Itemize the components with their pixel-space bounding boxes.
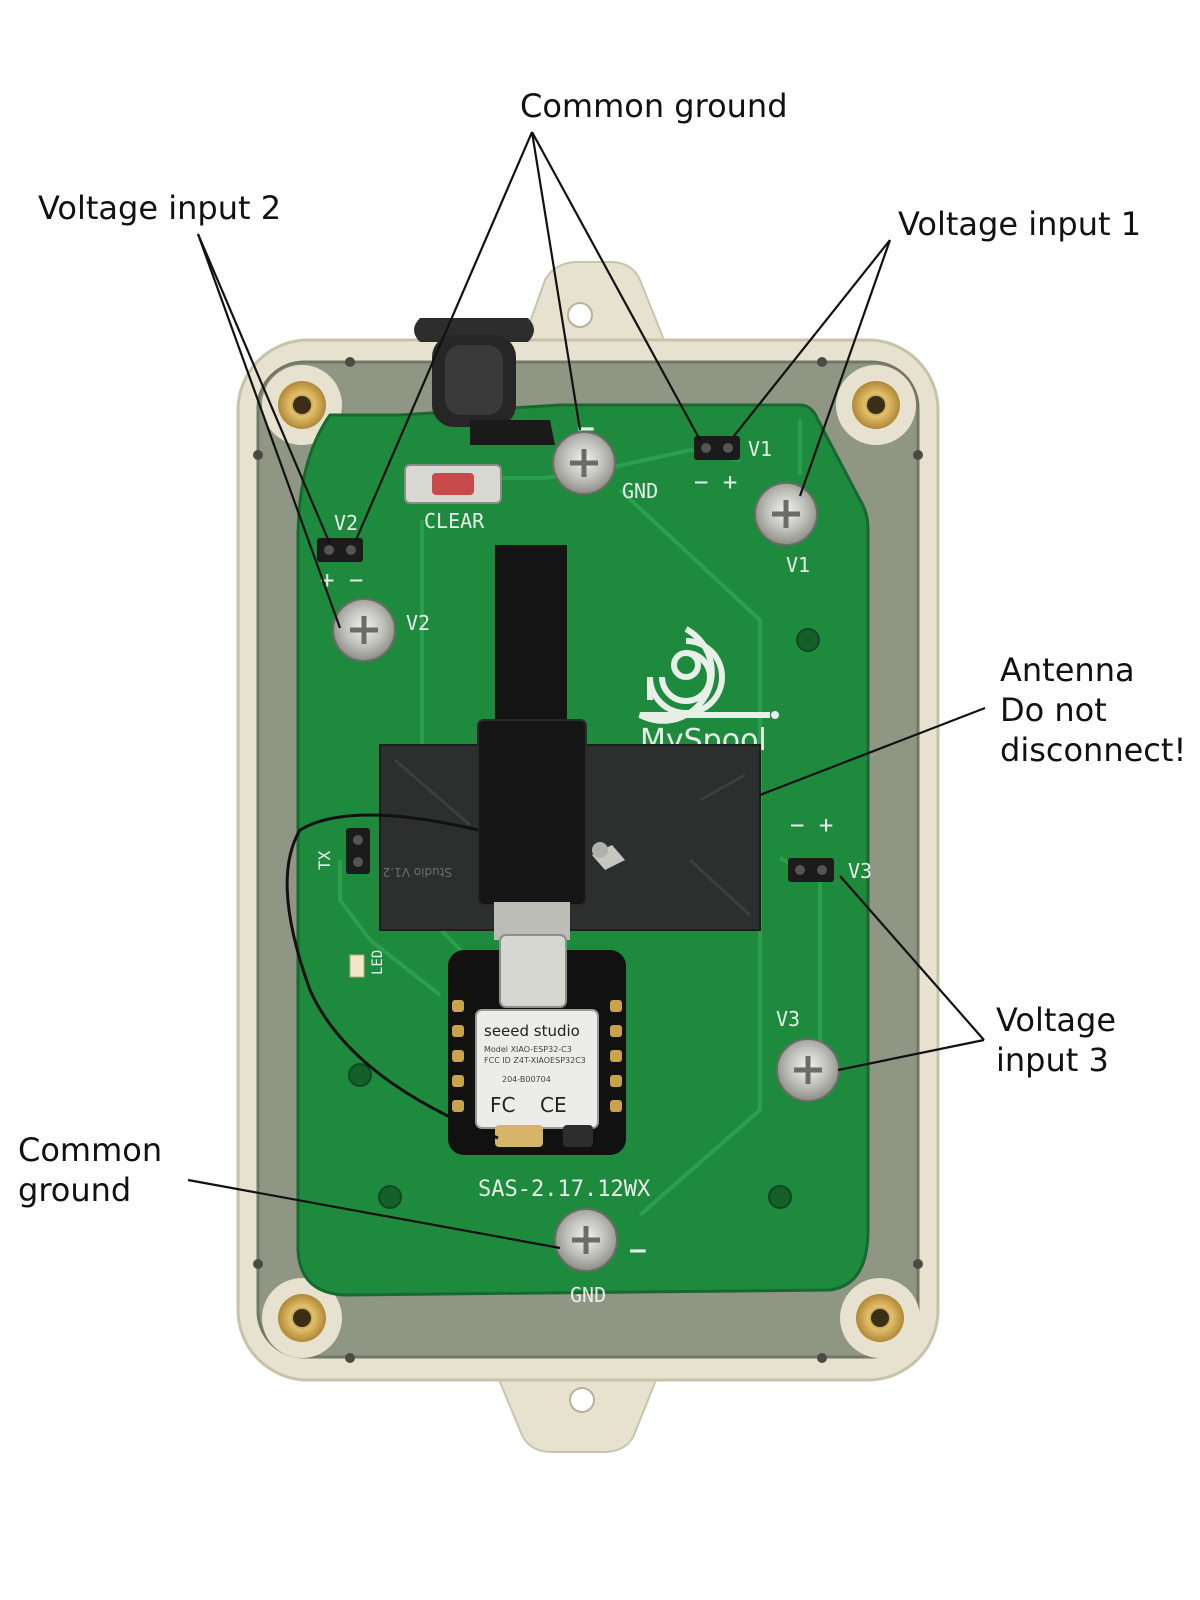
- module-model: Model XIAO-ESP32-C3: [484, 1045, 572, 1054]
- leader-voltage-input-1-to-screw: [798, 239, 892, 497]
- label-minus-top: —: [578, 413, 594, 443]
- screw-v1: [754, 482, 818, 546]
- label-v1-terminal: V1: [786, 553, 810, 577]
- leader-voltage-input-1-to-header: [733, 239, 891, 437]
- label-led: LED: [370, 950, 386, 975]
- antenna-wire: [285, 813, 499, 1140]
- leader-common-ground-bottom: [187, 1178, 561, 1250]
- callout-antenna-line1: Antenna: [1000, 651, 1135, 689]
- leader-antenna: [759, 706, 986, 797]
- leader-voltage-input-3-to-header: [839, 875, 985, 1041]
- callout-common-ground-bottom: Common ground: [18, 1130, 162, 1210]
- antenna-patch: Studio V1.2: [379, 719, 761, 931]
- module-fcc: FCC ID Z4T-XIAOESP32C3: [484, 1056, 586, 1065]
- label-tx: TX: [315, 850, 334, 870]
- callout-voltage-input-3-line2: input 3: [996, 1041, 1109, 1079]
- part-number: SAS-2.17.12WX: [478, 1177, 651, 1202]
- pin-headers: [317, 436, 834, 882]
- callout-voltage-input-2: Voltage input 2: [38, 189, 282, 227]
- xiao-esp32c3-module: seeed studio Model XIAO-ESP32-C3 FCC ID …: [448, 934, 626, 1155]
- callout-common-ground-bottom-line2: ground: [18, 1171, 132, 1209]
- label-pol-v1: − +: [694, 468, 737, 496]
- leader-common-ground-to-v2-header: [354, 131, 534, 541]
- label-v2-header: V2: [334, 511, 358, 535]
- callout-voltage-input-3: Voltage input 3: [996, 1000, 1116, 1080]
- callout-common-ground-top: Common ground: [520, 87, 788, 125]
- label-gnd-top: GND: [622, 479, 658, 503]
- screw-v3: [776, 1038, 840, 1102]
- label-v3-terminal: V3: [776, 1007, 800, 1031]
- header-v1: [694, 436, 740, 460]
- callout-voltage-input-3-line1: Voltage: [996, 1001, 1117, 1039]
- mounting-tab-top: [518, 261, 670, 351]
- screw-gnd-top: [552, 431, 616, 495]
- leader-common-ground-to-gnd-screw: [530, 131, 582, 431]
- leader-voltage-input-2-to-screw: [196, 233, 342, 629]
- header-v2: [317, 538, 363, 562]
- myspool-logo: [638, 626, 779, 724]
- label-pol-v3: − +: [790, 811, 833, 839]
- header-v3: [788, 858, 834, 882]
- module-brand: seeed studio: [484, 1022, 580, 1040]
- leader-voltage-input-2-to-header: [196, 233, 332, 545]
- label-clear: CLEAR: [424, 509, 485, 533]
- module-fc: FC: [490, 1093, 515, 1117]
- label-gnd-bottom: GND: [570, 1283, 606, 1307]
- screw-gnd-bottom: [554, 1208, 618, 1272]
- terminal-screws: [332, 431, 840, 1272]
- clear-button[interactable]: [404, 464, 502, 504]
- led: [349, 954, 365, 978]
- leader-lines: [187, 131, 986, 1250]
- pcb-silkscreen: CLEAR GND — V1 − + V1 V2 + − V2 − + V3 V…: [315, 413, 872, 1307]
- label-v2-terminal: V2: [406, 611, 430, 635]
- label-v1-header: V1: [748, 437, 772, 461]
- callout-antenna-line2: Do not: [1000, 691, 1107, 729]
- callout-antenna-line3: disconnect!: [1000, 731, 1187, 769]
- mounting-hole-top: [567, 302, 593, 328]
- module-cert: 204-B00704: [502, 1075, 551, 1084]
- leader-common-ground-to-v1-header: [531, 131, 701, 441]
- label-minus-bottom: —: [630, 1235, 646, 1265]
- screw-v2: [332, 598, 396, 662]
- callout-voltage-input-1: Voltage input 1: [898, 205, 1142, 243]
- header-tx: [346, 828, 370, 874]
- callout-common-ground-bottom-line1: Common: [18, 1131, 163, 1169]
- module-ce: CE: [540, 1093, 567, 1117]
- leader-voltage-input-3-to-screw: [837, 1038, 985, 1072]
- callout-antenna: Antenna Do not disconnect!: [1000, 650, 1186, 770]
- antenna-tag: Studio V1.2: [383, 865, 452, 879]
- label-v3-header: V3: [848, 859, 872, 883]
- mounting-hole-bottom: [569, 1387, 595, 1413]
